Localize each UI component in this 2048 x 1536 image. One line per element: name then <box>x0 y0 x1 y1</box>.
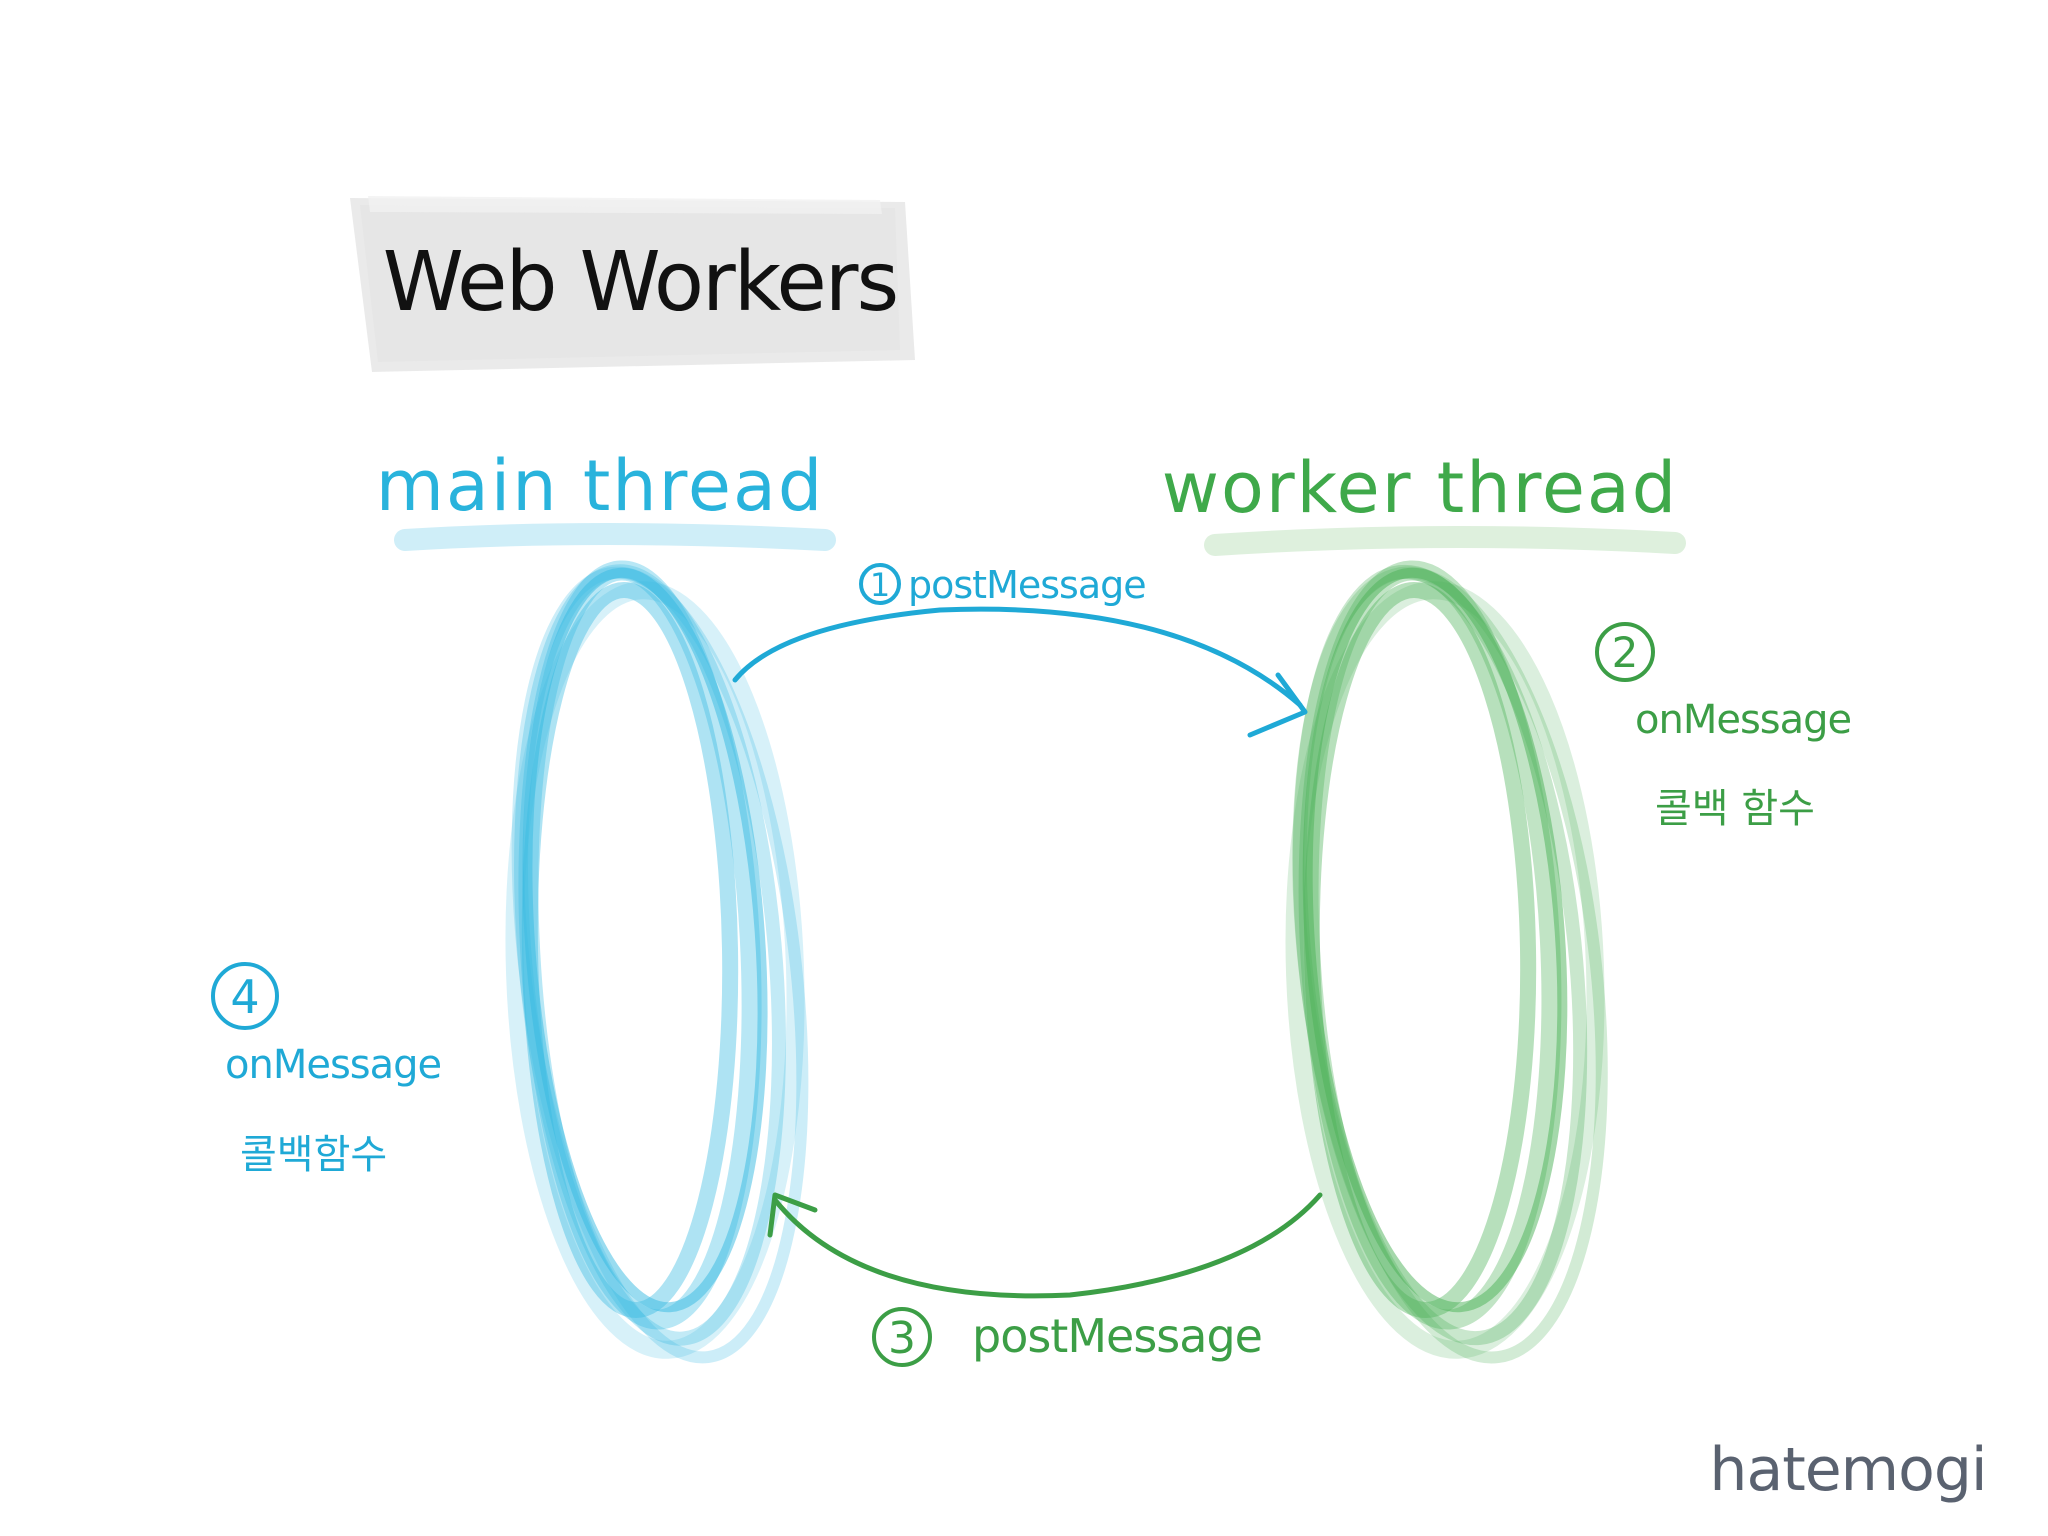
step-4-number: 4 <box>230 970 259 1024</box>
title-tape: Web Workers <box>350 196 915 372</box>
signature: hatemogi <box>1709 1435 1986 1505</box>
worker-callback-label: 콜백 함수 <box>1655 786 1815 832</box>
diagram-title: Web Workers <box>383 235 897 330</box>
step-4-circle <box>211 962 279 1030</box>
main-callback-label: 콜백함수 <box>240 1132 387 1178</box>
step-4: 4 onMessage 콜백함수 <box>211 962 442 1178</box>
worker-thread-loop <box>1285 560 1608 1364</box>
step-1: 1 postMessage <box>859 563 1147 607</box>
step-3-label: postMessage <box>972 1309 1262 1363</box>
arrow-post-to-worker <box>732 606 1308 738</box>
arrow-post-to-main <box>767 1192 1323 1299</box>
step-2: 2 onMessage 콜백 함수 <box>1595 622 1852 832</box>
step-3: 3 postMessage <box>872 1307 1263 1367</box>
step-2-circle <box>1595 622 1655 682</box>
step-1-number: 1 <box>870 566 890 604</box>
worker-thread-label: worker thread <box>1162 447 1678 529</box>
step-2-number: 2 <box>1612 628 1639 677</box>
worker-thread-underline <box>1204 525 1686 556</box>
main-onmessage-label: onMessage <box>225 1042 441 1088</box>
main-thread-loop <box>505 560 809 1364</box>
worker-onmessage-label: onMessage <box>1635 697 1851 743</box>
main-thread-underline <box>394 523 836 551</box>
step-3-circle <box>872 1307 932 1367</box>
step-1-circle <box>859 563 901 605</box>
step-1-label: postMessage <box>908 563 1146 607</box>
step-3-number: 3 <box>888 1313 916 1364</box>
main-thread-label: main thread <box>376 445 825 527</box>
